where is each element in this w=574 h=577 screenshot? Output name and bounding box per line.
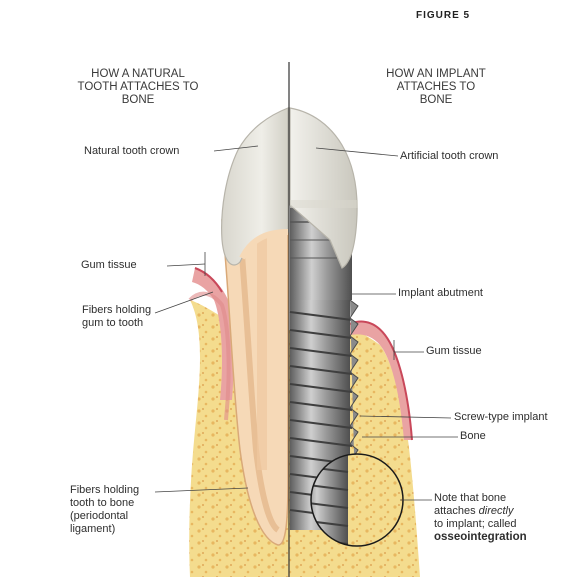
label-osseointegration-note: Note that bone attaches directly to impl…: [434, 492, 570, 544]
label-fibers-bone-line2: tooth to bone: [70, 497, 160, 510]
note-line3: to implant; called: [434, 518, 570, 531]
label-fibers-gum: Fibers holding gum to tooth: [82, 304, 172, 330]
label-fibers-gum-line2: gum to tooth: [82, 317, 172, 330]
note-line2: attaches directly: [434, 505, 570, 518]
label-gum-tissue-right: Gum tissue: [426, 345, 482, 358]
label-bone: Bone: [460, 430, 486, 443]
note-line2-emphasis: directly: [479, 505, 514, 517]
label-fibers-gum-line1: Fibers holding: [82, 304, 172, 317]
label-fibers-bone: Fibers holding tooth to bone (periodonta…: [70, 484, 160, 536]
note-line2-prefix: attaches: [434, 505, 479, 517]
label-fibers-bone-line4: ligament): [70, 523, 160, 536]
label-implant-abutment: Implant abutment: [398, 287, 483, 300]
label-fibers-bone-line1: Fibers holding: [70, 484, 160, 497]
label-fibers-bone-line3: (periodontal: [70, 510, 160, 523]
note-line4-osseointegration: osseointegration: [434, 531, 570, 544]
label-screw-type-implant: Screw-type implant: [454, 411, 548, 424]
note-line1: Note that bone: [434, 492, 570, 505]
label-gum-tissue-left: Gum tissue: [81, 259, 137, 272]
label-natural-tooth-crown: Natural tooth crown: [84, 145, 179, 158]
label-artificial-tooth-crown: Artificial tooth crown: [400, 150, 498, 163]
